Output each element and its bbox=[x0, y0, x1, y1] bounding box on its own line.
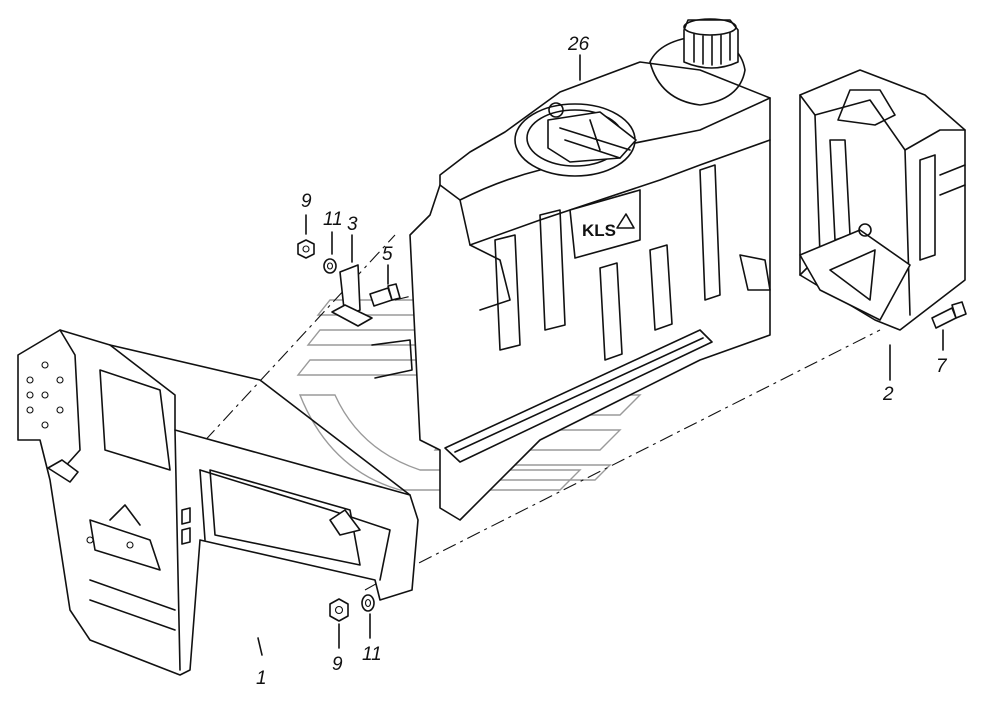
leader-1 bbox=[257, 637, 263, 656]
callout-9-top: 9 bbox=[301, 191, 312, 212]
callout-11-bottom: 11 bbox=[362, 644, 382, 665]
nut-9-bottom bbox=[329, 598, 349, 649]
bracket-3 bbox=[331, 234, 373, 327]
callout-9-bottom: 9 bbox=[332, 654, 343, 675]
washer-11-top bbox=[323, 231, 337, 274]
tank-assembly: KLS bbox=[371, 18, 771, 521]
callout-1: 1 bbox=[256, 668, 267, 689]
callout-26: 26 bbox=[567, 34, 590, 55]
callout-7: 7 bbox=[936, 356, 948, 377]
callout-11-top: 11 bbox=[323, 209, 343, 230]
tank-logo-text: KLS bbox=[582, 221, 616, 240]
bolt-5 bbox=[369, 264, 401, 307]
holder-bracket bbox=[799, 69, 966, 381]
callout-3: 3 bbox=[347, 214, 358, 235]
nut-9-top bbox=[297, 214, 315, 259]
callout-2: 2 bbox=[882, 384, 894, 405]
bolt-7 bbox=[931, 301, 967, 351]
frame-bracket bbox=[17, 329, 419, 676]
callout-5: 5 bbox=[382, 244, 393, 265]
washer-11-bottom bbox=[361, 594, 375, 639]
callout-labels: 26 9 11 3 5 2 7 1 9 11 bbox=[256, 34, 948, 689]
